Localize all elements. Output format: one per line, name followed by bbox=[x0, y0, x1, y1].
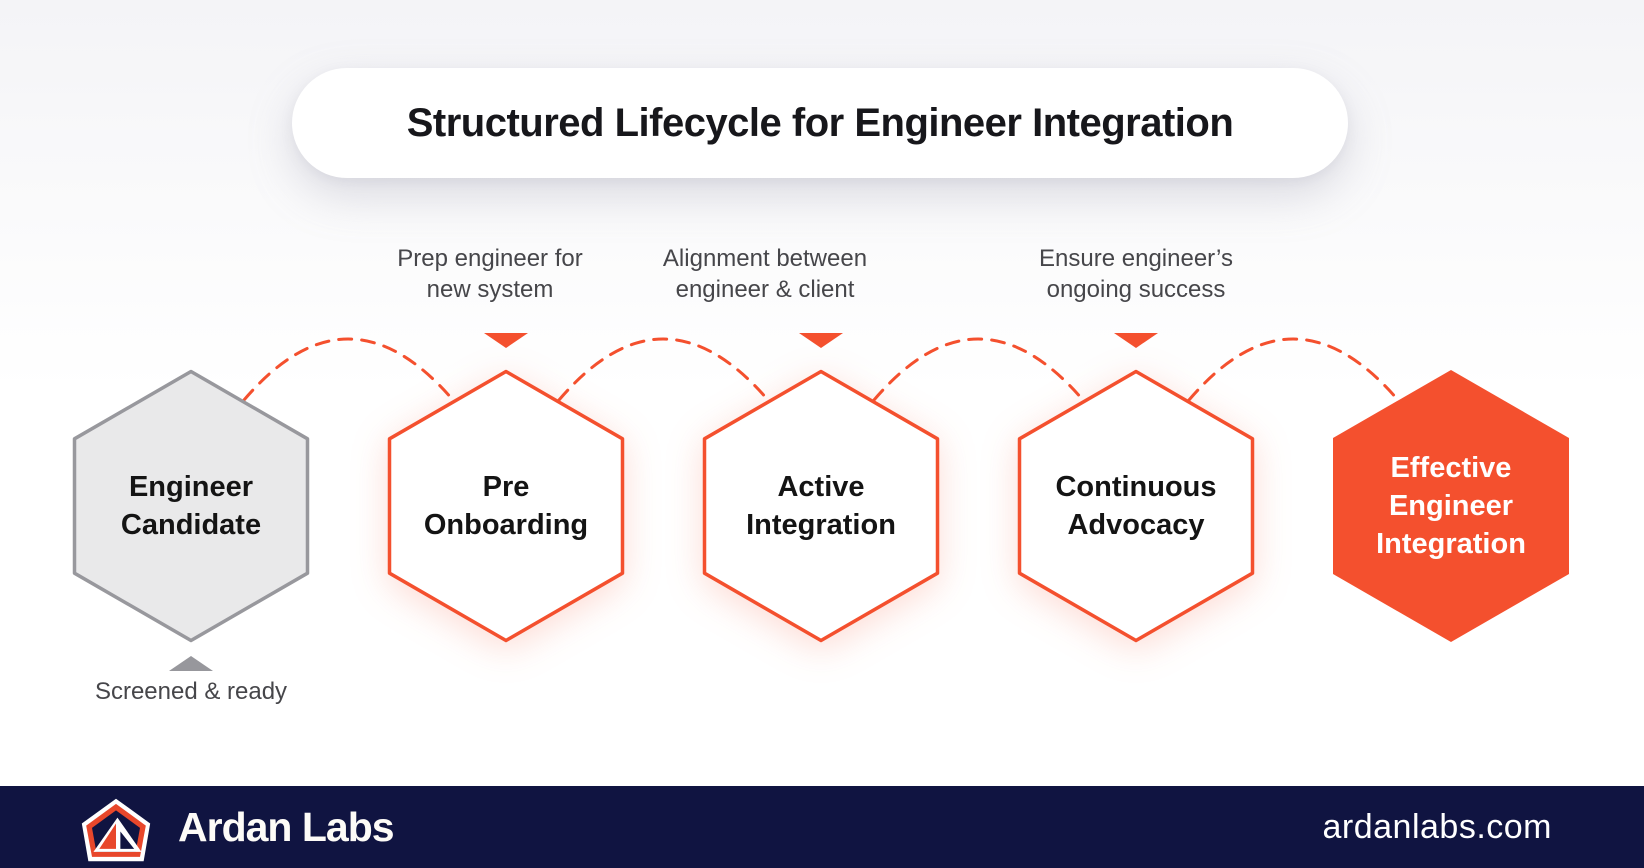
ardan-labs-logo-icon bbox=[81, 798, 151, 862]
stage-label: Pre Onboarding bbox=[423, 471, 589, 541]
flow-label-line: engineer & client bbox=[675, 276, 855, 303]
flow-label-alignment: Alignment between engineer & client bbox=[595, 243, 935, 305]
stage-hex-engineer-candidate: Engineer Candidate bbox=[72, 369, 310, 643]
brand-lockup: Ardan Labs bbox=[70, 792, 395, 862]
hexagon-shape bbox=[1333, 370, 1569, 642]
down-arrow-icon bbox=[484, 333, 528, 348]
stage-hex-active-integration: Active Integration bbox=[702, 369, 940, 643]
flow-arc-2 bbox=[557, 337, 770, 402]
flow-label-success: Ensure engineer’s ongoing success bbox=[966, 243, 1306, 305]
footer-bar: Ardan Labs ardanlabs.com bbox=[0, 786, 1644, 868]
candidate-note: Screened & ready bbox=[94, 678, 288, 705]
flow-label-line: Prep engineer for bbox=[397, 245, 583, 272]
flow-label-prep: Prep engineer for new system bbox=[320, 243, 660, 305]
flow-arc-4 bbox=[1187, 337, 1400, 402]
flow-arc-1 bbox=[242, 337, 455, 402]
stage-label: Engineer Candidate bbox=[120, 471, 262, 541]
stage-label: Continuous Advocacy bbox=[1055, 471, 1217, 541]
brand-name: Ardan Labs bbox=[178, 803, 395, 850]
hexagon-shape bbox=[1017, 369, 1255, 643]
page-title: Structured Lifecycle for Engineer Integr… bbox=[406, 100, 1234, 145]
stage-label: Effective Engineer Integration bbox=[1376, 452, 1526, 560]
hexagon-shape bbox=[702, 369, 940, 643]
flow-arc-3 bbox=[872, 337, 1085, 402]
up-arrow-icon bbox=[169, 656, 213, 671]
flow-label-line: Ensure engineer’s bbox=[1039, 245, 1233, 272]
flow-label-line: new system bbox=[426, 276, 554, 303]
flow-label-line: ongoing success bbox=[1046, 276, 1226, 303]
hexagon-shape bbox=[387, 369, 625, 643]
flow-label-line: Alignment between bbox=[662, 245, 868, 272]
title-card: Structured Lifecycle for Engineer Integr… bbox=[292, 68, 1348, 178]
stage-hex-effective-integration: Effective Engineer Integration bbox=[1332, 369, 1570, 643]
down-arrow-icon bbox=[1114, 333, 1158, 348]
stage-hex-continuous-advocacy: Continuous Advocacy bbox=[1017, 369, 1255, 643]
stage-label: Active Integration bbox=[746, 471, 896, 541]
stage-hex-pre-onboarding: Pre Onboarding bbox=[387, 369, 625, 643]
footer-url: ardanlabs.com bbox=[1322, 807, 1552, 846]
hexagon-shape bbox=[72, 369, 310, 643]
down-arrow-icon bbox=[799, 333, 843, 348]
